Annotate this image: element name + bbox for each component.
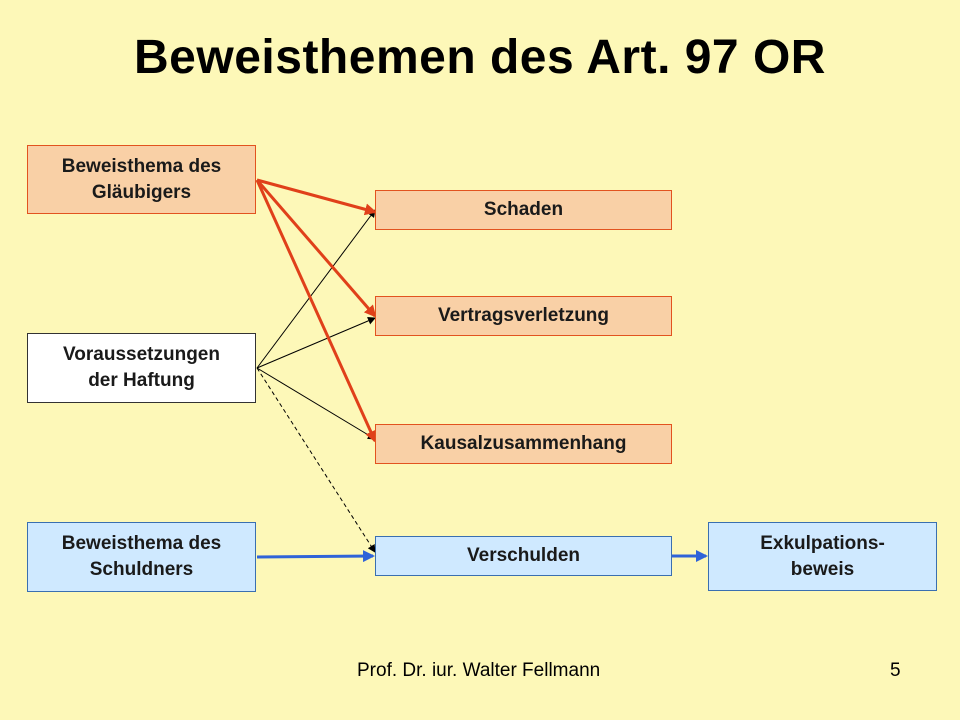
footer-author: Prof. Dr. iur. Walter Fellmann xyxy=(357,660,601,681)
box-exculpation-proof: Exkulpations- beweis xyxy=(708,522,937,591)
box-debtor-burden: Beweisthema des Schuldners xyxy=(27,522,256,592)
box-breach-label: Vertragsverletzung xyxy=(437,305,610,327)
box-fault-label: Verschulden xyxy=(467,545,580,567)
box-creditor-burden: Beweisthema des Gläubigers xyxy=(27,145,256,214)
box-contract-breach: Vertragsverletzung xyxy=(375,296,672,336)
box-prerequisites-line-1: Voraussetzungen xyxy=(63,344,220,366)
arrow-prerequisites-to-fault xyxy=(256,367,376,553)
arrow-prerequisites-to-causation xyxy=(256,367,376,440)
box-damage: Schaden xyxy=(375,190,672,230)
box-prerequisites-line-2: der Haftung xyxy=(88,370,195,391)
arrow-prerequisites-to-damage xyxy=(256,209,376,369)
box-creditor-line-1: Beweisthema des xyxy=(61,155,222,177)
arrow-creditor-to-causation xyxy=(255,179,377,443)
box-creditor-line-2: Gläubigers xyxy=(91,181,192,203)
box-damage-label: Schaden xyxy=(483,199,564,221)
box-debtor-line-2: Schuldners xyxy=(89,559,194,580)
arrow-debtor-to-fault xyxy=(256,550,375,563)
box-liability-prerequisites: Voraussetzungen der Haftung xyxy=(27,333,256,403)
footer-page-number: 5 xyxy=(890,660,901,681)
arrow-prerequisites-to-breach xyxy=(256,317,376,369)
box-debtor-line-1: Beweisthema des xyxy=(61,533,222,555)
slide-title: Beweisthemen des Art. 97 OR xyxy=(134,31,826,84)
arrow-creditor-to-breach xyxy=(255,179,377,318)
box-exculpation-line-2: beweis xyxy=(790,558,855,580)
box-causation: Kausalzusammenhang xyxy=(375,424,672,464)
box-exculpation-line-1: Exkulpations- xyxy=(760,532,885,554)
arrow-creditor-to-damage xyxy=(256,178,377,216)
box-fault: Verschulden xyxy=(375,536,672,576)
box-causation-label: Kausalzusammenhang xyxy=(420,433,627,455)
